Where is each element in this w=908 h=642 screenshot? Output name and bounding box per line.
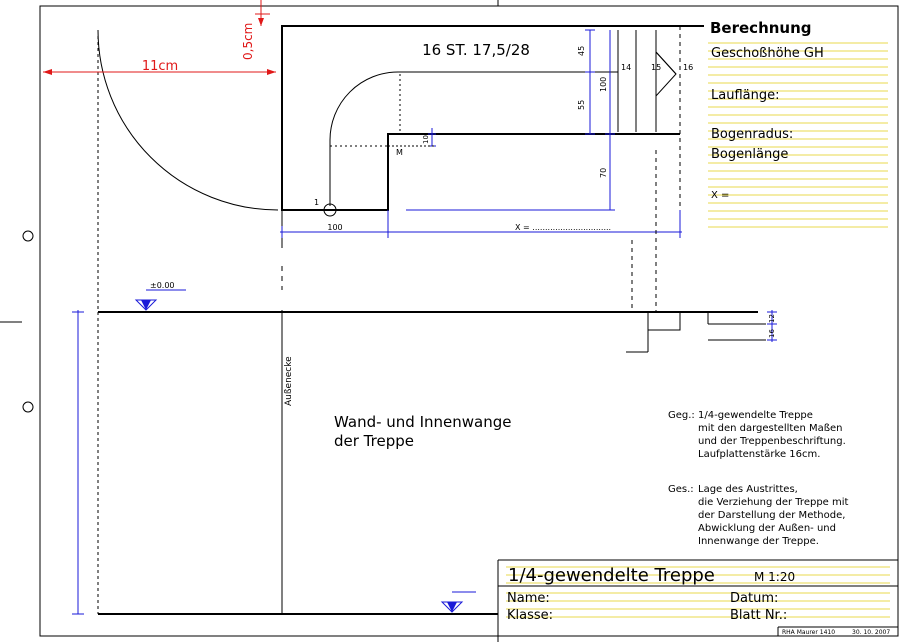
- punch-hole-bottom: [22, 401, 34, 413]
- sought-line-2: die Verziehung der Treppe mit: [698, 497, 849, 508]
- calculation-block: Berechnung Geschoßhöhe GH Lauflänge: Bog…: [680, 19, 888, 228]
- drawing-title: 1/4-gewendelte Treppe: [508, 565, 715, 586]
- given-line-4: Laufplattenstärke 16cm.: [698, 449, 820, 460]
- start-step-marker: [323, 203, 337, 217]
- date-label: Datum:: [730, 591, 778, 606]
- sought-line-1: Lage des Austrittes,: [698, 484, 798, 495]
- given-label: Geg.:: [668, 410, 695, 421]
- sought-block: Ges.: Lage des Austrittes, die Verziehun…: [668, 484, 849, 547]
- name-label: Name:: [507, 591, 550, 606]
- class-label: Klasse:: [507, 608, 553, 623]
- offset-note: 0,5cm: [241, 23, 255, 60]
- walking-line: [329, 71, 618, 206]
- dim-55: 55: [577, 100, 586, 110]
- given-line-1: 1/4-gewendelte Treppe: [698, 410, 813, 421]
- footer-author: RHA Maurer 1410: [782, 629, 835, 636]
- subject-line-2: der Treppe: [334, 432, 414, 450]
- sheet-number-label: Blatt Nr.:: [730, 608, 787, 623]
- step-label-1: 1: [314, 198, 319, 207]
- dim-16: 16: [768, 329, 776, 338]
- edge-label: Außenecke: [284, 356, 294, 406]
- step-label-16: 16: [683, 63, 693, 72]
- calc-row-4: Bogenlänge: [711, 147, 788, 162]
- sought-line-3: der Darstellung der Methode,: [698, 510, 845, 521]
- level-label: ±0.00: [150, 281, 175, 290]
- calc-row-5: X =: [711, 190, 729, 201]
- elevation-view: ±0.00 Außenecke 12 16: [72, 150, 777, 615]
- calc-row-3: Bogenradus:: [711, 127, 793, 142]
- outer-stringer-arc: [97, 29, 279, 211]
- step-label-14: 14: [621, 63, 631, 72]
- dim-x: X = ...............................: [515, 223, 611, 232]
- dim-70: 70: [599, 168, 608, 178]
- step-label-m: M: [396, 148, 403, 157]
- calc-row-2: Lauflänge:: [711, 88, 779, 103]
- calc-title: Berechnung: [710, 19, 812, 37]
- drawing-scale: M 1:20: [754, 570, 795, 584]
- plan-header: 16 ST. 17,5/28: [422, 41, 530, 59]
- calc-row-1: Geschoßhöhe GH: [711, 46, 824, 61]
- sought-label: Ges.:: [668, 484, 694, 495]
- exit-arrow: [655, 50, 677, 98]
- width-note: 11cm: [142, 59, 178, 74]
- sought-line-5: Innenwange der Treppe.: [698, 536, 819, 547]
- plan-dimensions: 45 55 100 70 10 100 X = ................…: [280, 29, 682, 238]
- punch-hole-top: [22, 230, 34, 242]
- given-block: Geg.: 1/4-gewendelte Treppe mit den darg…: [668, 410, 846, 460]
- subject-line-1: Wand- und Innenwange: [334, 413, 511, 431]
- dim-45: 45: [577, 46, 586, 56]
- title-block: 1/4-gewendelte Treppe M 1:20 Name: Datum…: [497, 559, 898, 636]
- dim-100-right: 100: [599, 77, 608, 92]
- given-line-2: mit den dargestellten Maßen: [698, 423, 843, 434]
- stair-plan: 16 ST. 17,5/28 1 M 14 15 16: [281, 25, 693, 614]
- dim-12: 12: [768, 314, 776, 323]
- dim-10: 10: [422, 135, 430, 144]
- footer-date: 30. 10. 2007: [852, 629, 890, 636]
- given-line-3: und der Treppenbeschriftung.: [698, 436, 846, 447]
- sought-line-4: Abwicklung der Außen- und: [698, 523, 836, 534]
- red-annotations: 11cm 0,5cm: [43, 0, 276, 75]
- step-label-15: 15: [651, 63, 661, 72]
- dim-100-bottom: 100: [327, 223, 342, 232]
